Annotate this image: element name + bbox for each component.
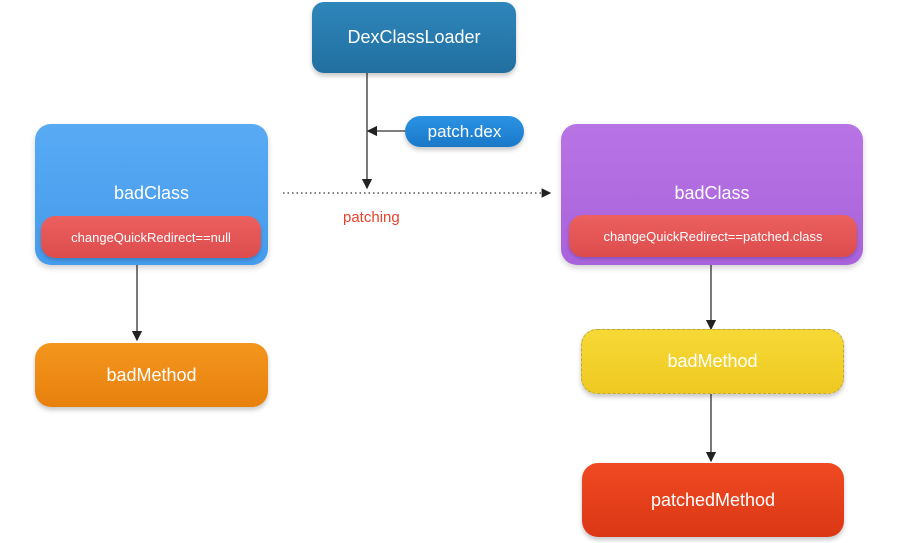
right-badclass-title: badClass (674, 183, 750, 203)
dexclassloader-label: DexClassLoader (347, 27, 481, 47)
left-badmethod-node: badMethod (35, 343, 268, 407)
patching-label: patching (343, 209, 400, 226)
patch-dex-label: patch.dex (427, 121, 502, 141)
left-badclass-title: badClass (113, 183, 190, 203)
right-badclass-node: badClass changeQuickRedirect==patched.cl… (561, 124, 863, 265)
patchedmethod-label: patchedMethod (650, 489, 776, 510)
patch-dex-node: patch.dex (405, 116, 524, 147)
left-redirect-badge: changeQuickRedirect==null (41, 216, 261, 258)
dexclassloader-node: DexClassLoader (312, 2, 516, 73)
left-badclass-node: badClass changeQuickRedirect==null (35, 124, 268, 265)
left-badmethod-label: badMethod (106, 364, 197, 385)
right-redirect-badge: changeQuickRedirect==patched.class (569, 215, 857, 257)
right-badmethod-label: badMethod (667, 351, 758, 371)
right-badmethod-node: badMethod (581, 329, 844, 394)
patchedmethod-node: patchedMethod (582, 463, 844, 537)
